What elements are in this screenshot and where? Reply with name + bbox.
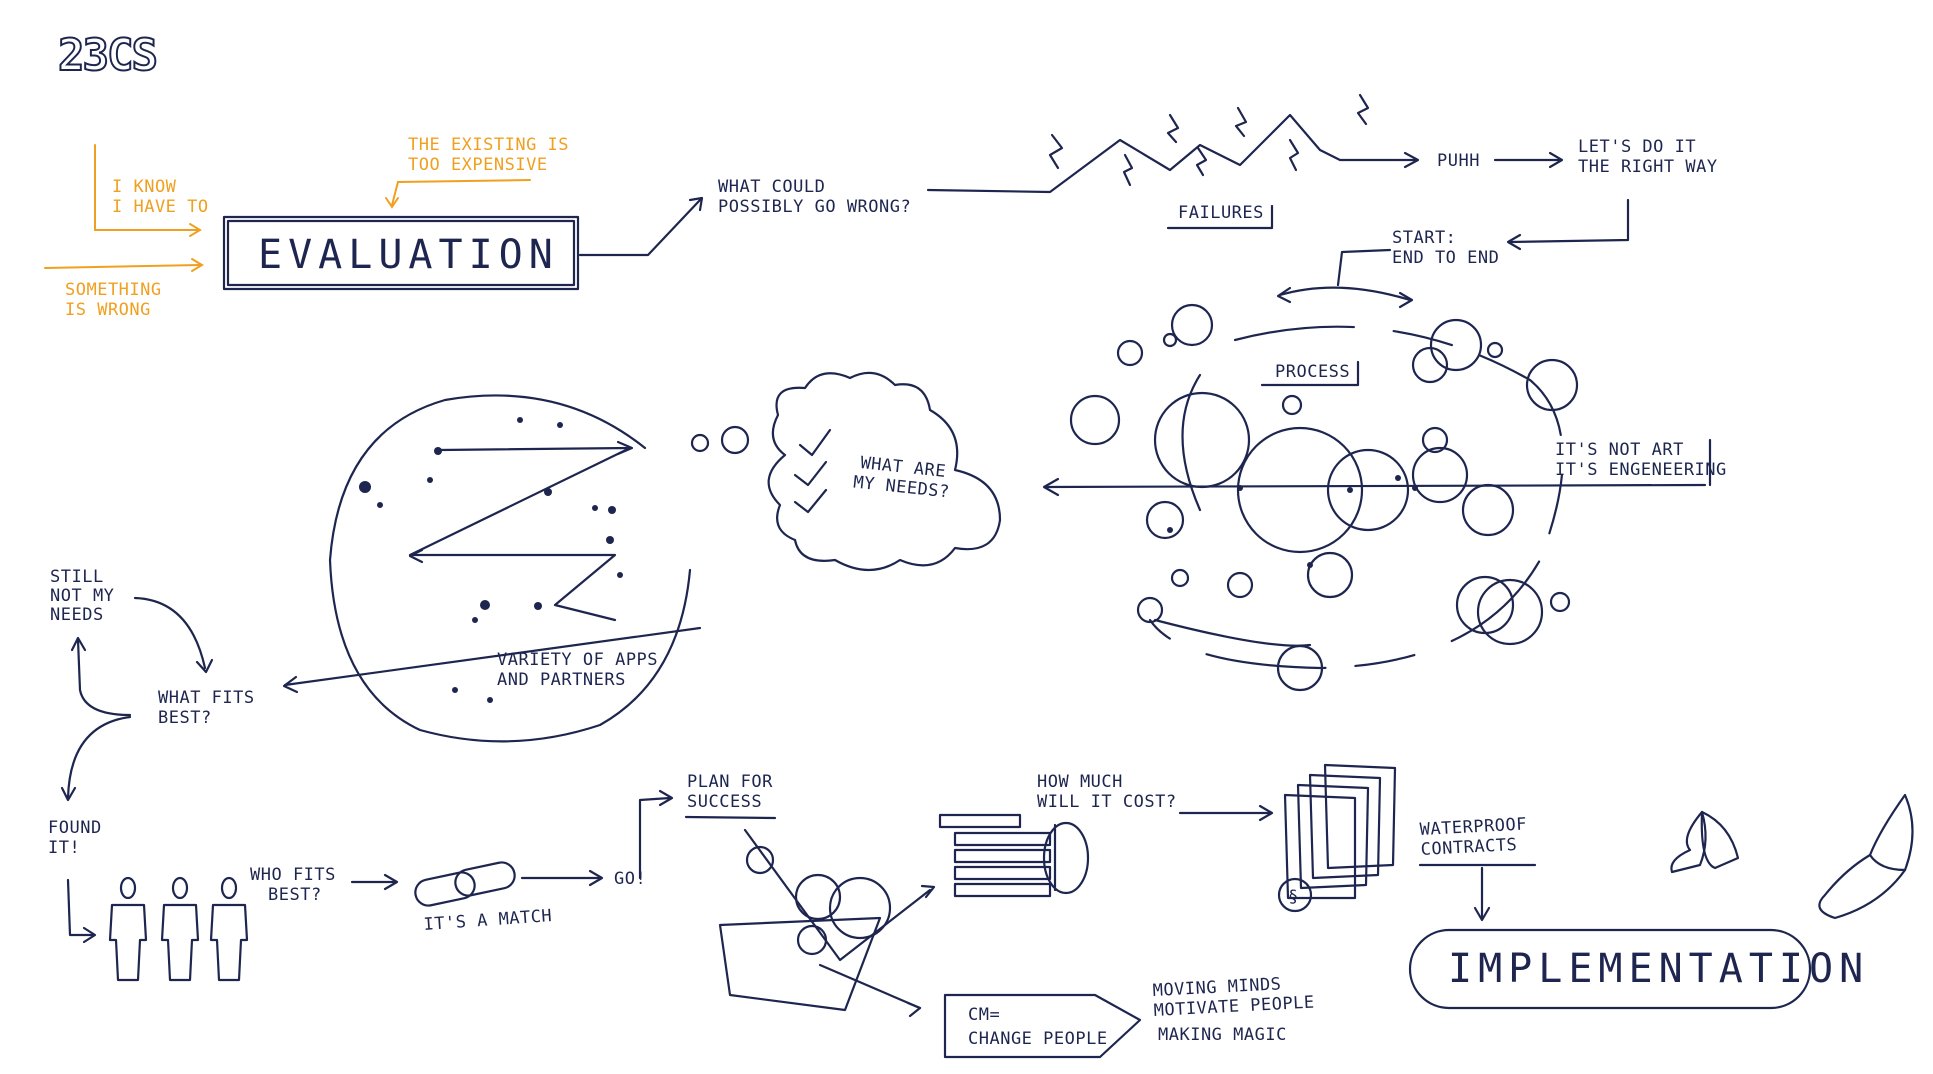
cm-box: CM=CHANGE PEOPLE MOVING MINDSMOTIVATE PE… [943,973,1315,1059]
puhh-label: PUHH [1437,151,1480,171]
chain-link-icon: IT'S A MATCH [414,861,553,935]
go-label: GO! [614,869,646,889]
butterfly-icon [1670,793,1914,920]
svg-text:CM=CHANGE PEOPLE: CM=CHANGE PEOPLE [968,1005,1108,1049]
svg-text:MOVING MINDSMOTIVATE PEOPLE: MOVING MINDSMOTIVATE PEOPLE [1152,973,1315,1021]
svg-text:§: § [1288,887,1299,907]
process-cluster: PROCESS [1042,303,1712,692]
needs-cloud: WHAT AREMY NEEDS? [690,371,1002,571]
logo-23cs: 23CS [58,30,156,81]
svg-text:WATERPROOFCONTRACTS: WATERPROOFCONTRACTS [1419,814,1528,860]
svg-text:EVALUATION: EVALUATION [258,232,559,278]
svg-text:MAKING MAGIC: MAKING MAGIC [1158,1025,1287,1045]
failures-path: FAILURES [926,93,1420,230]
contracts-icon: § WATERPROOFCONTRACTS [1277,763,1537,922]
people-group [108,876,249,982]
evaluation-box: EVALUATION [222,196,704,291]
svg-text:WHAT AREMY NEEDS?: WHAT AREMY NEEDS? [852,453,952,503]
svg-text:IMPLEMENTATION: IMPLEMENTATION [1448,946,1869,992]
svg-text:IT'S A MATCH: IT'S A MATCH [423,906,553,935]
svg-text:FAILURES: FAILURES [1178,203,1264,223]
start-label: START:END TO END [1392,228,1499,268]
svg-text:PROCESS: PROCESS [1275,362,1350,382]
implementation-box: IMPLEMENTATION [1408,928,1869,1010]
